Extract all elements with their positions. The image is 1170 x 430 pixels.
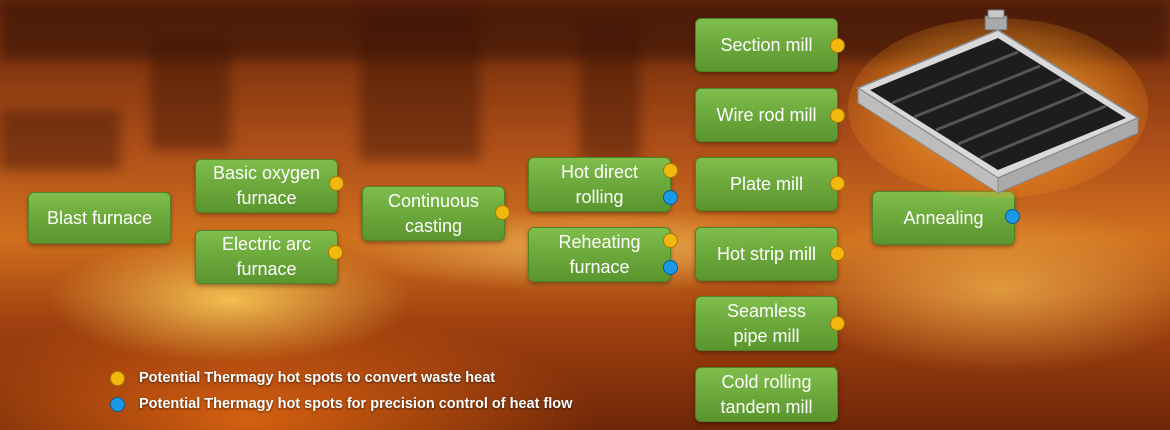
node-label: Reheating furnace (558, 231, 641, 277)
precision-control-hotspot-dot (1005, 209, 1020, 224)
node-label: Hot strip mill (716, 243, 816, 264)
waste-heat-hotspot-dot (663, 163, 678, 178)
legend-precision-control: Potential Thermagy hot spots for precisi… (110, 396, 572, 412)
node-label: Section mill (720, 34, 813, 55)
node-label: Basic oxygen furnace (212, 163, 321, 208)
waste-heat-hotspot-dot (830, 38, 845, 53)
waste-heat-hotspot-dot (830, 176, 845, 191)
waste-heat-hotspot-dot (328, 245, 343, 260)
node-label: Blast furnace (46, 207, 153, 228)
node-wire-rod-mill: Wire rod mill (695, 88, 838, 142)
waste-heat-hotspot-dot (329, 176, 344, 191)
legend-waste-heat: Potential Thermagy hot spots to convert … (110, 370, 495, 386)
node-label: Seamless pipe mill (726, 300, 807, 346)
node-hot-strip-mill: Hot strip mill (695, 227, 838, 281)
node-cold-rolling-tandem-mill: Cold rolling tandem mill (695, 367, 838, 422)
node-annealing: Annealing (872, 191, 1015, 245)
node-section-mill: Section mill (695, 18, 838, 72)
node-blast-furnace: Blast furnace (28, 192, 171, 244)
node-label: Wire rod mill (716, 104, 817, 125)
node-label: Plate mill (729, 173, 804, 194)
node-label: Annealing (903, 207, 984, 228)
node-electric-arc-furnace: Electric arc furnace (195, 230, 338, 284)
waste-heat-hotspot-dot (830, 316, 845, 331)
legend-precision-control-label: Potential Thermagy hot spots for precisi… (139, 396, 573, 412)
waste-heat-hotspot-dot (495, 205, 510, 220)
node-hot-direct-rolling: Hot direct rolling (528, 157, 671, 212)
node-basic-oxygen-furnace: Basic oxygen furnace (195, 159, 338, 213)
waste-heat-hotspot-dot (830, 246, 845, 261)
legend-waste-heat-dot (110, 370, 125, 386)
precision-control-hotspot-dot (663, 190, 678, 205)
precision-control-hotspot-dot (663, 260, 678, 275)
legend-waste-heat-label: Potential Thermagy hot spots to convert … (139, 370, 496, 386)
node-plate-mill: Plate mill (695, 157, 838, 211)
node-seamless-pipe-mill: Seamless pipe mill (695, 296, 838, 351)
waste-heat-hotspot-dot (663, 233, 678, 248)
node-label: Continuous casting (387, 190, 480, 236)
legend-precision-control-dot (110, 396, 125, 412)
node-label: Cold rolling tandem mill (720, 371, 813, 417)
thermagy-panel-heater-icon (848, 9, 1148, 198)
node-label: Electric arc furnace (221, 234, 311, 279)
node-reheating-furnace: Reheating furnace (528, 227, 671, 282)
node-label: Hot direct rolling (560, 161, 639, 207)
node-continuous-casting: Continuous casting (362, 186, 505, 241)
waste-heat-hotspot-dot (830, 108, 845, 123)
